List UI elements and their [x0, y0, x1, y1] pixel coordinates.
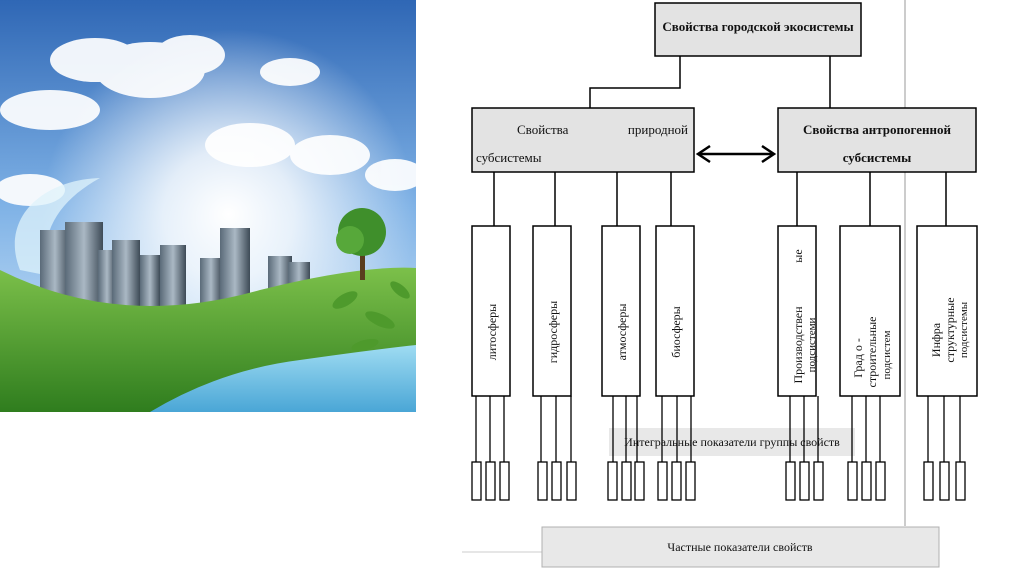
- item-connectors: [494, 172, 946, 226]
- item-label-hydrosphere: гидросферы: [546, 301, 560, 363]
- double-arrow: [698, 146, 774, 162]
- item-label-lithosphere: литосферы: [485, 304, 499, 360]
- production-label-1: ые: [791, 249, 805, 262]
- urban-label-2: строительные: [865, 317, 879, 388]
- top-box-label: Свойства городской экосистемы: [662, 19, 853, 34]
- infra-label-3: подсистемы: [958, 301, 970, 358]
- item-label-atmosphere: атмосферы: [615, 304, 629, 361]
- top-connectors: [590, 56, 830, 108]
- anthro-label-line2: субсистемы: [843, 150, 912, 165]
- integral-label: Интегральные показатели группы свойств: [624, 435, 840, 449]
- anthro-label-line1: Свойства антропогенной: [803, 122, 951, 137]
- urban-label-1: Град о -: [851, 338, 865, 378]
- natural-items: литосферы гидросферы атмосферы биосферы: [472, 226, 694, 396]
- private-label: Частные показатели свойств: [667, 540, 813, 554]
- natural-label-b: природной: [628, 122, 688, 137]
- urban-label-3: подсистем: [881, 330, 893, 379]
- infra-label-1: Инфра: [929, 322, 943, 357]
- item-label-biosphere: биосферы: [669, 306, 683, 357]
- anthro-items: ые Производствен подсистеми Град о - стр…: [778, 226, 977, 396]
- production-label-2: Производствен: [791, 306, 805, 384]
- production-label-3: подсистеми: [806, 317, 818, 372]
- natural-label-a: Свойства: [517, 122, 569, 137]
- infra-label-2: структурные: [943, 297, 957, 362]
- natural-label-line2: субсистемы: [476, 150, 542, 165]
